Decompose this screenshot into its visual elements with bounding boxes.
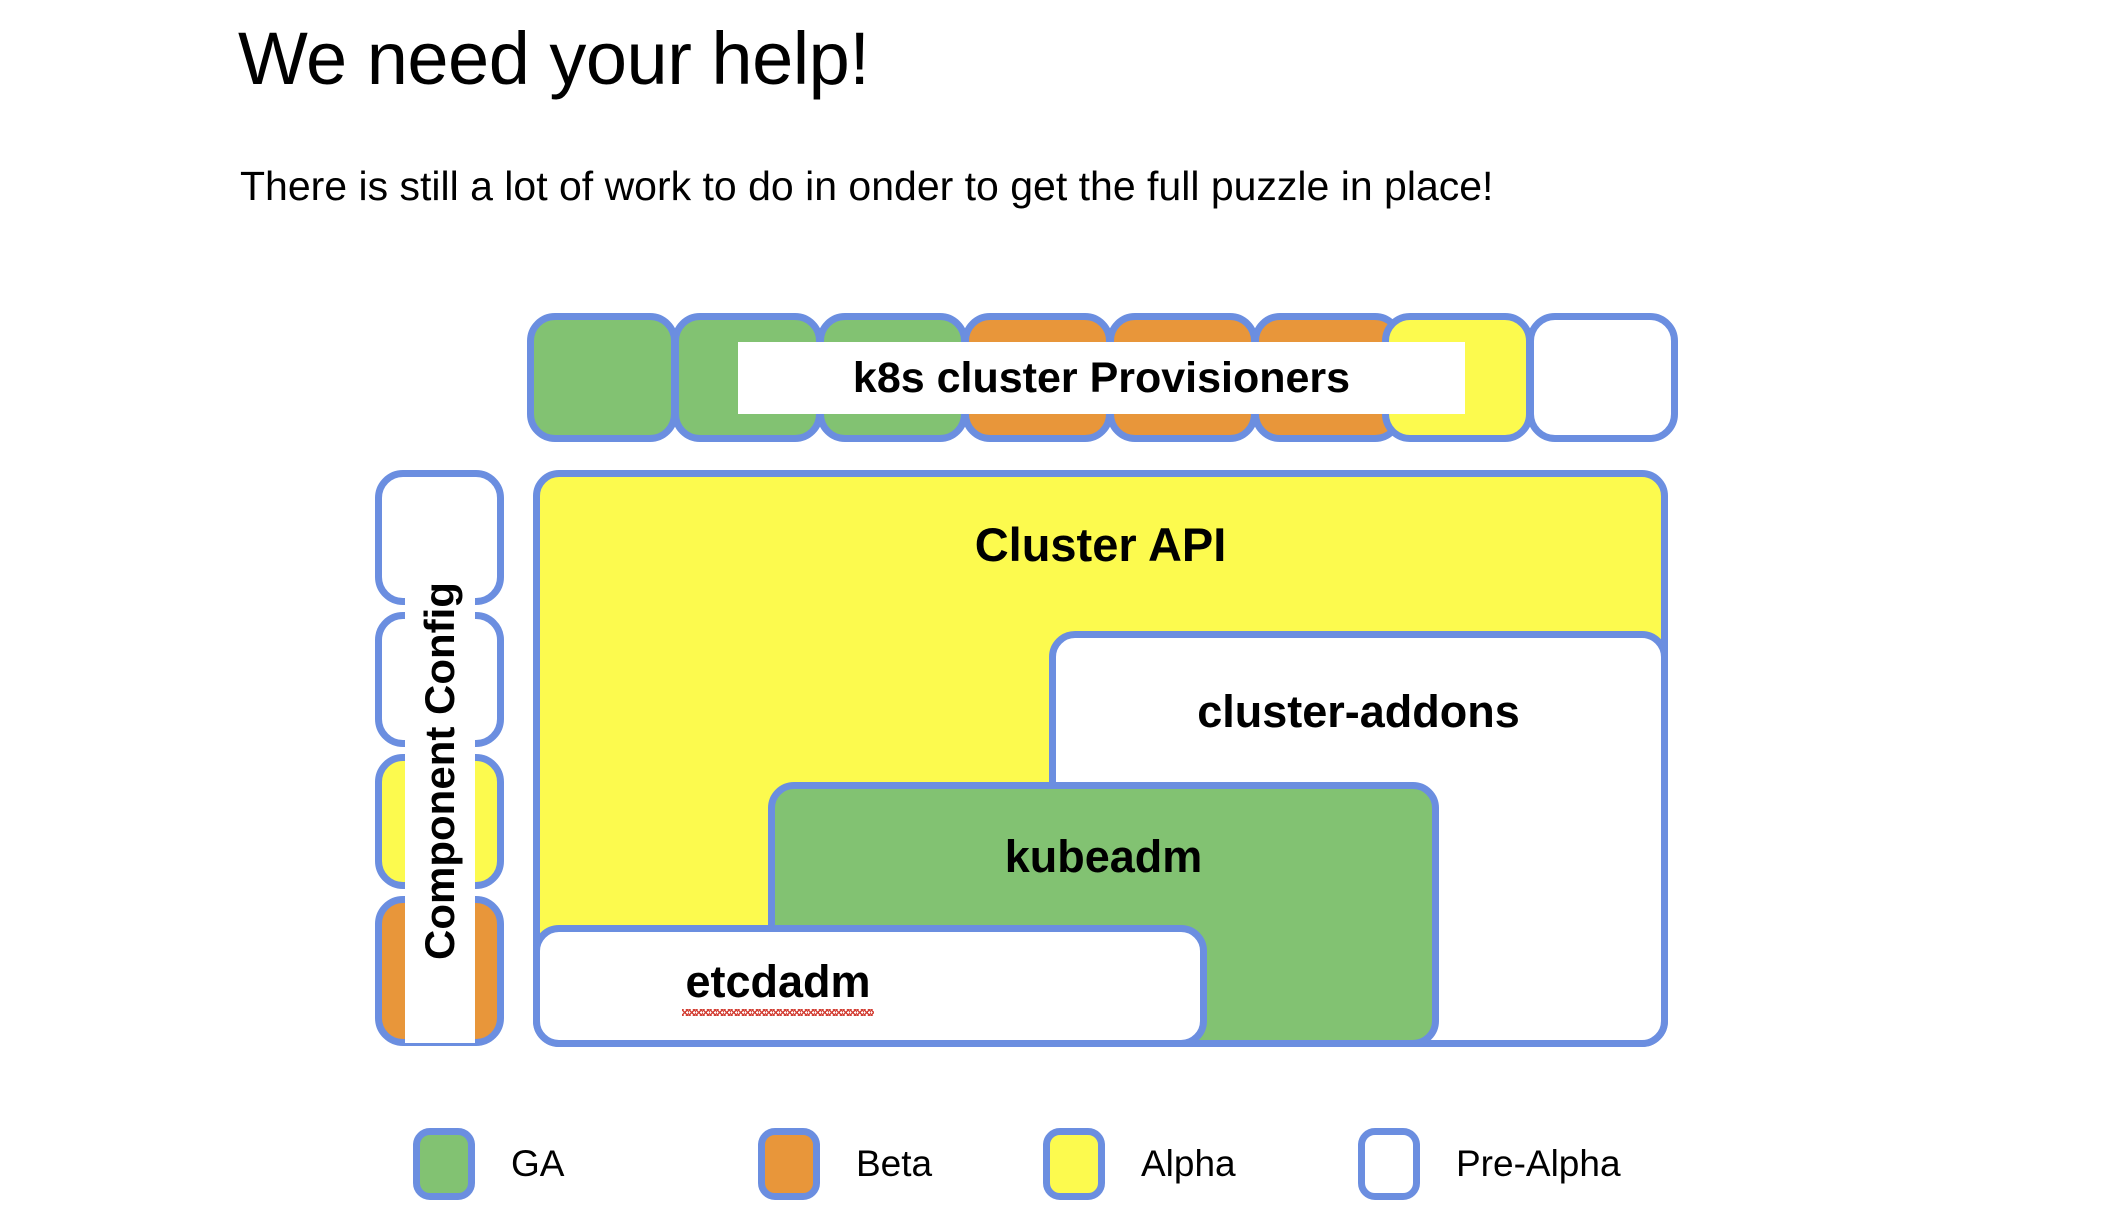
legend-item-pre-alpha: Pre-Alpha xyxy=(1358,1128,1621,1200)
cluster-api-label: Cluster API xyxy=(974,518,1227,571)
etcdadm-label: etcdadm xyxy=(448,956,1108,1016)
etcdadm-label-text: etcdadm xyxy=(682,956,874,1016)
legend-label-beta: Beta xyxy=(856,1143,933,1184)
legend-swatch-ga xyxy=(413,1128,475,1200)
provisioner-box-8 xyxy=(1527,313,1678,442)
component-config-label-text: Component Config xyxy=(416,581,464,960)
page-title: We need your help! xyxy=(238,17,870,100)
etcdadm-box: etcdadm xyxy=(533,925,1207,1047)
component-config-label: Component Config xyxy=(405,498,475,1043)
kubeadm-label: kubeadm xyxy=(1004,831,1203,882)
cluster-addons-label: cluster-addons xyxy=(1197,686,1520,737)
provisioner-row-label: k8s cluster Provisioners xyxy=(738,342,1465,414)
legend-swatch-pre-alpha xyxy=(1358,1128,1420,1200)
legend-swatch-beta xyxy=(758,1128,820,1200)
legend-label-alpha: Alpha xyxy=(1141,1143,1236,1184)
legend-swatch-alpha xyxy=(1043,1128,1105,1200)
legend-item-ga: GA xyxy=(413,1128,564,1200)
legend-label-ga: GA xyxy=(511,1143,565,1184)
legend-item-alpha: Alpha xyxy=(1043,1128,1236,1200)
legend-item-beta: Beta xyxy=(758,1128,932,1200)
legend: GA Beta Alpha Pre-Alpha xyxy=(0,1128,2126,1208)
page-subtitle: There is still a lot of work to do in on… xyxy=(240,163,1494,209)
legend-label-pre-alpha: Pre-Alpha xyxy=(1456,1143,1621,1184)
provisioner-box-1 xyxy=(527,313,678,442)
